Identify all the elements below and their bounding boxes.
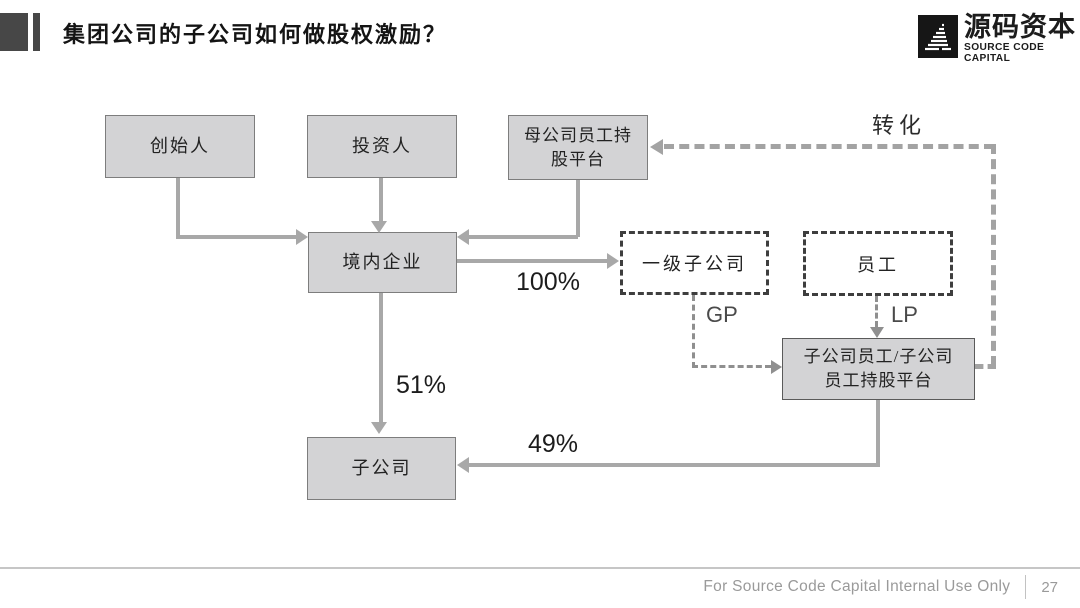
connector-founder-down	[176, 178, 180, 237]
arrowhead-into-domestic-right	[457, 229, 469, 245]
node-investor: 投资人	[307, 115, 457, 178]
label-49-percent: 49%	[528, 430, 579, 458]
connector-domestic-to-subsidiary	[379, 293, 383, 423]
connector-gp-down	[692, 295, 695, 368]
footer-notice: For Source Code Capital Internal Use Onl…	[703, 578, 1011, 595]
source-code-capital-logo-icon	[918, 14, 958, 63]
label-100-percent: 100%	[516, 268, 580, 296]
arrowhead-into-subsidiary-top	[371, 422, 387, 434]
arrowhead-lp-into-sub-platform	[870, 327, 884, 338]
page-number: 27	[1041, 578, 1058, 596]
node-founder: 创始人	[105, 115, 255, 178]
arrowhead-conversion-into-parent-platform	[650, 139, 663, 155]
connector-conversion-top	[664, 144, 994, 149]
footer-separator	[1025, 575, 1027, 599]
node-first-level-subsidiary: 一级子公司	[620, 231, 769, 295]
connector-conversion-right	[991, 144, 996, 366]
arrowhead-into-first-level	[607, 253, 619, 269]
connector-conversion-from-sub-platform	[975, 364, 996, 369]
node-employee: 员工	[803, 231, 953, 296]
connector-investor-to-domestic	[379, 178, 383, 224]
logo-text: 源码资本 SOURCE CODE CAPITAL	[964, 12, 1080, 65]
page-title: 集团公司的子公司如何做股权激励？	[63, 22, 448, 47]
connector-lp-down	[875, 296, 878, 327]
connector-gp-to-sub-platform	[692, 365, 771, 368]
company-logo: 源码资本 SOURCE CODE CAPITAL	[918, 13, 1080, 64]
node-subsidiary: 子公司	[307, 437, 456, 500]
connector-founder-to-domestic	[176, 235, 298, 239]
label-51-percent: 51%	[396, 371, 447, 399]
connector-sub-platform-down	[876, 400, 880, 467]
title-marker-square	[0, 13, 28, 51]
footer: For Source Code Capital Internal Use Onl…	[703, 575, 1058, 599]
node-subsidiary-employee-platform: 子公司员工/子公司 员工持股平台	[782, 338, 975, 400]
footer-divider-line	[0, 567, 1080, 569]
arrowhead-into-subsidiary-right	[457, 457, 469, 473]
logo-name-en: SOURCE CODE CAPITAL	[964, 42, 1045, 65]
arrowhead-into-domestic-top	[371, 221, 387, 233]
arrowhead-into-domestic-left	[296, 229, 308, 245]
connector-sub-platform-to-subsidiary	[467, 463, 880, 467]
connector-parent-platform-to-domestic	[467, 235, 578, 239]
node-domestic-company: 境内企业	[308, 232, 457, 293]
connector-domestic-to-first-level	[457, 259, 609, 263]
title-marker-bar	[33, 13, 40, 51]
label-gp: GP	[706, 302, 738, 327]
logo-name-zh: 源码资本	[964, 12, 1076, 42]
label-lp: LP	[891, 302, 918, 327]
arrowhead-gp-into-sub-platform	[771, 360, 782, 374]
connector-parent-platform-down	[576, 180, 580, 237]
node-parent-employee-platform: 母公司员工持 股平台	[508, 115, 648, 180]
label-conversion: 转化	[872, 113, 927, 138]
